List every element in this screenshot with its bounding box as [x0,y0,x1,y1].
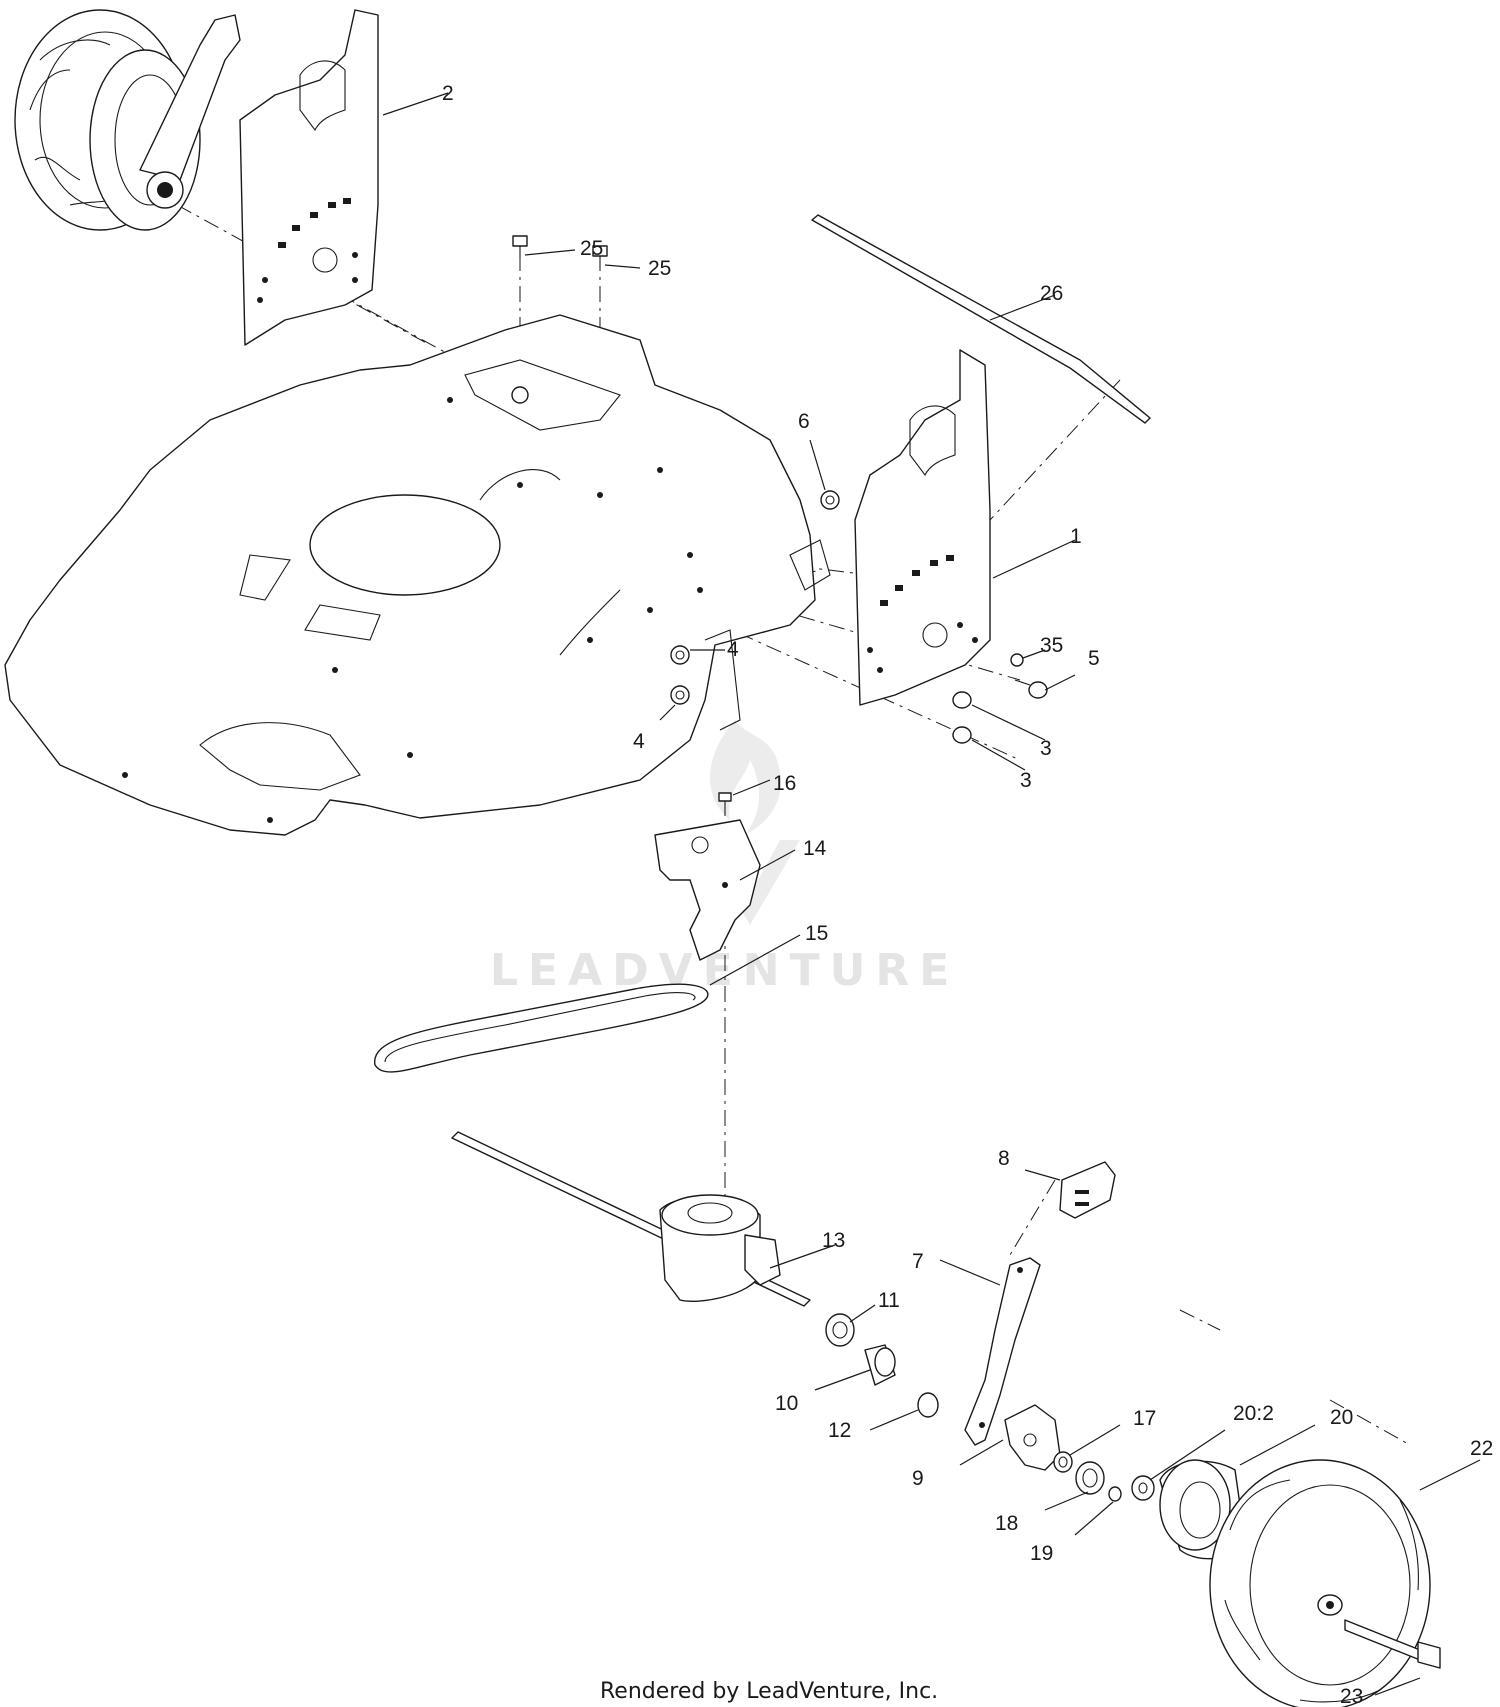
callout-18: 18 [995,1512,1018,1535]
callout-23: 23 [1340,1685,1363,1707]
callout-19: 19 [1030,1542,1053,1565]
nut-4-lower [670,685,690,705]
nut-6 [820,490,840,510]
callout-1: 1 [1070,525,1082,548]
bolt-25-right [592,245,608,268]
spacer-12 [917,1392,939,1418]
pivot-plate-9 [1004,1404,1061,1471]
callout-9: 9 [912,1467,924,1490]
height-bracket-left [239,9,379,346]
callouts: 1 2 3 3 4 4 5 6 7 8 9 10 11 12 13 14 15 … [442,82,1493,1707]
rod-26 [811,214,1151,424]
callout-3-lower: 3 [1020,769,1032,792]
mower-deck [4,314,831,836]
callout-7: 7 [912,1250,924,1273]
nut-4-upper [670,645,690,665]
lever-grip-8 [1059,1161,1116,1219]
bearing-10 [864,1344,896,1386]
callout-20-2: 20:2 [1233,1402,1274,1425]
callout-22: 22 [1470,1437,1493,1460]
washer-17 [1053,1451,1073,1473]
callout-3-upper: 3 [1040,737,1052,760]
bushing-11 [825,1313,855,1347]
callout-13: 13 [822,1229,845,1252]
callout-4-lower: 4 [633,730,645,753]
callout-5: 5 [1088,647,1100,670]
bolt-3-upper [952,691,972,709]
screw-16 [718,792,732,815]
callout-17: 17 [1133,1407,1156,1430]
gear-18 [1075,1461,1105,1495]
callout-25-right: 25 [648,257,671,280]
callout-2: 2 [442,82,454,105]
callout-12: 12 [828,1419,851,1442]
height-bracket-right [854,349,991,706]
rear-wheel-left [14,9,241,231]
bolt-3-lower [952,726,972,744]
leader-lines [382,92,1481,1696]
screw-35 [1010,653,1024,667]
height-lever-7 [964,1257,1041,1446]
bolt-5 [1014,679,1048,699]
rear-wheel-22 [1209,1459,1431,1707]
watermark-flame-icon [710,720,781,835]
callout-6: 6 [798,410,810,433]
clip-19 [1108,1486,1122,1502]
bolt-25-left [512,235,528,258]
callout-20: 20 [1330,1406,1353,1429]
callout-26: 26 [1040,282,1063,305]
belt-guard-14 [654,819,761,961]
callout-4-upper: 4 [727,638,739,661]
watermark: LEADVENTURE [490,720,959,996]
drive-belt-15 [374,983,709,1073]
credit-text: Rendered by LeadVenture, Inc. [600,1679,938,1704]
watermark-text: LEADVENTURE [490,945,959,996]
washer-20-2 [1131,1475,1155,1501]
bolt-23 [1344,1619,1441,1669]
callout-14: 14 [803,837,827,860]
axle-transmission-13 [451,1131,811,1307]
callout-11: 11 [878,1289,900,1312]
callout-16: 16 [773,772,796,795]
callout-25-left: 25 [580,237,603,260]
callout-8: 8 [998,1147,1010,1170]
callout-10: 10 [775,1392,798,1415]
callout-15: 15 [805,922,828,945]
callout-35: 35 [1040,634,1063,657]
